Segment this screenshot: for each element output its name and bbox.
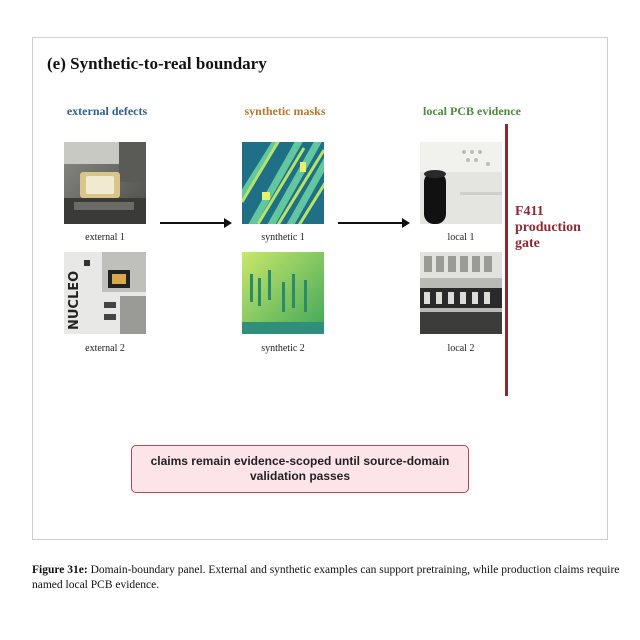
arrow-synthetic-to-local <box>338 218 410 228</box>
production-gate-label: F411 production gate <box>515 204 605 252</box>
local-2-image <box>420 252 502 334</box>
synthetic-2-caption: synthetic 2 <box>261 343 305 354</box>
column-header-synthetic: synthetic masks <box>244 104 326 118</box>
column-header-local: local PCB evidence <box>423 104 521 118</box>
panel-title: (e) Synthetic-to-real boundary <box>47 54 267 73</box>
claim-callout-box: claims remain evidence-scoped until sour… <box>131 445 469 493</box>
external-2-caption: external 2 <box>85 343 125 354</box>
arrow-external-to-synthetic <box>160 218 232 228</box>
external-2-image: NUCLEO <box>64 252 146 334</box>
local-1-caption: local 1 <box>447 232 475 243</box>
nucleo-logo-text: NUCLEO <box>67 271 82 330</box>
column-header-external: external defects <box>66 104 148 118</box>
external-1-caption: external 1 <box>85 232 125 243</box>
gate-label-line-1: F411 <box>515 204 544 219</box>
figure-caption-label: Figure 31e: <box>32 564 88 576</box>
external-1-image <box>64 142 146 224</box>
gate-label-line-3: gate <box>515 236 540 251</box>
synthetic-1-caption: synthetic 1 <box>261 232 305 243</box>
synthetic-1-image <box>242 142 324 224</box>
production-gate-line <box>505 124 508 396</box>
figure-caption: Figure 31e: Domain-boundary panel. Exter… <box>32 563 620 593</box>
local-1-image <box>420 142 502 224</box>
figure-caption-text: Domain-boundary panel. External and synt… <box>32 564 620 591</box>
claim-text: claims remain evidence-scoped until sour… <box>150 454 450 483</box>
synthetic-2-image <box>242 252 324 334</box>
local-2-caption: local 2 <box>447 343 475 354</box>
gate-label-line-2: production <box>515 220 581 235</box>
